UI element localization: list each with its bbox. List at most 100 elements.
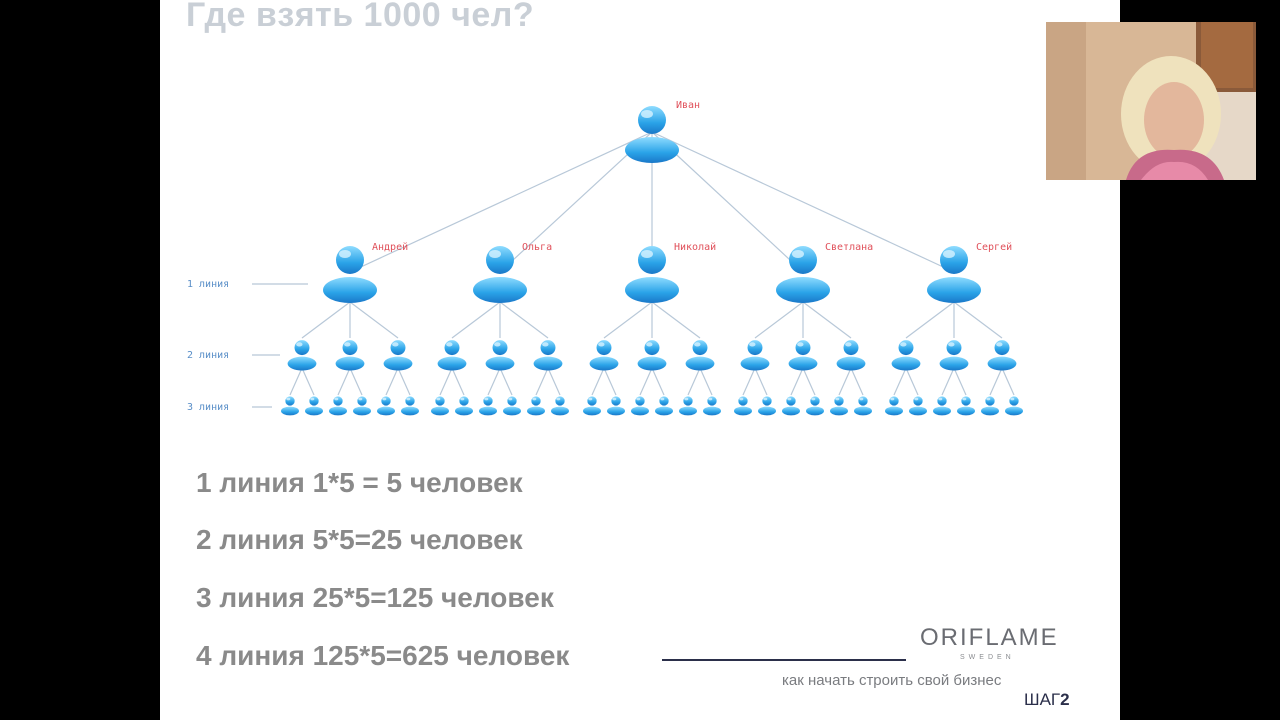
step-indicator: ШАГ2 (1024, 690, 1070, 710)
connector-line (487, 367, 501, 396)
line3-member-icon (455, 396, 473, 416)
member-name: Сергей (976, 241, 1012, 253)
line2-member-icon (287, 340, 317, 371)
connector-line (699, 367, 713, 396)
line3-member-icon (734, 396, 752, 416)
line3-member-icon (503, 396, 521, 416)
connector-line (802, 367, 816, 396)
line2-member-icon (637, 340, 667, 371)
line1-member-icon (625, 246, 679, 303)
line2-member-icon (685, 340, 715, 371)
connector-line (349, 367, 363, 396)
connector-line (651, 367, 665, 396)
line3-member-icon (607, 396, 625, 416)
member-name: Андрей (372, 241, 408, 253)
line3-member-icon (329, 396, 347, 416)
connector-line (451, 367, 465, 396)
connector-line (603, 367, 617, 396)
connector-line (603, 301, 653, 339)
line2-member-icon (335, 340, 365, 371)
connector-line (499, 367, 513, 396)
connector-line (802, 301, 852, 339)
connector-line (337, 367, 351, 396)
connector-line (651, 301, 701, 339)
line2-member-icon (788, 340, 818, 371)
connector-line (905, 367, 919, 396)
line3-member-icon (909, 396, 927, 416)
line3-member-icon (885, 396, 903, 416)
connector-line (651, 131, 804, 273)
connector-line (941, 367, 955, 396)
connector-line (1001, 367, 1015, 396)
line2-member-icon (987, 340, 1017, 371)
connector-line (591, 367, 605, 396)
connector-line (687, 367, 701, 396)
connector-line (301, 301, 351, 339)
connector-line (301, 367, 315, 396)
connector-line (953, 367, 967, 396)
connector-line (289, 367, 303, 396)
line-label: 3 линия (187, 402, 229, 413)
root-member-name: Иван (676, 100, 700, 111)
line3-member-icon (782, 396, 800, 416)
brand-tagline: как начать строить свой бизнес (782, 672, 1002, 689)
line2-member-icon (740, 340, 770, 371)
line3-member-icon (527, 396, 545, 416)
connector-line (838, 367, 852, 396)
connector-line (499, 301, 549, 339)
line2-member-icon (437, 340, 467, 371)
step-prefix: ШАГ (1024, 690, 1061, 709)
line3-member-icon (401, 396, 419, 416)
member-name: Ольга (522, 242, 552, 253)
line3-member-icon (758, 396, 776, 416)
line3-member-icon (431, 396, 449, 416)
line1-member-icon (927, 246, 981, 303)
line3-member-icon (551, 396, 569, 416)
line3-member-icon (631, 396, 649, 416)
line3-member-icon (933, 396, 951, 416)
stat-line-2: 2 линия 5*5=25 человек (196, 524, 523, 555)
connector-line (893, 367, 907, 396)
line2-member-icon (589, 340, 619, 371)
slide: Где взять 1000 чел? 1 линия 2 линия 3 лини… (160, 0, 1120, 720)
line2-member-icon (485, 340, 515, 371)
connector-line (754, 367, 768, 396)
slide-title: Где взять 1000 чел? (186, 0, 535, 34)
line3-member-icon (679, 396, 697, 416)
connector-line (499, 131, 653, 273)
line1-member-icon (323, 246, 377, 303)
connector-line (439, 367, 453, 396)
connector-line (651, 131, 955, 273)
presenter-video-icon (1046, 22, 1256, 180)
line-label: 2 линия (187, 350, 229, 361)
org-nodes (281, 106, 1023, 416)
line-label: 1 линия (187, 279, 229, 290)
line-labels: 1 линия 2 линия 3 линия (187, 279, 308, 413)
member-name: Светлана (825, 242, 873, 253)
connector-line (535, 367, 549, 396)
line2-member-icon (836, 340, 866, 371)
connector-line (385, 367, 399, 396)
stat-line-4: 4 линия 125*5=625 человек (196, 640, 570, 671)
oriflame-logo-sub: SWEDEN (960, 654, 1015, 661)
oriflame-logo: ORIFLAME (920, 624, 1059, 651)
connector-line (790, 367, 804, 396)
line2-member-icon (383, 340, 413, 371)
connector-line (905, 301, 955, 339)
connector-line (989, 367, 1003, 396)
step-number: 2 (1060, 690, 1070, 709)
connector-line (742, 367, 756, 396)
line3-member-icon (305, 396, 323, 416)
brand-divider (662, 659, 906, 661)
connector-line (451, 301, 501, 339)
line2-member-icon (939, 340, 969, 371)
connector-line (754, 301, 804, 339)
connector-line (639, 367, 653, 396)
line3-member-icon (281, 396, 299, 416)
line3-member-icon (583, 396, 601, 416)
line3-member-icon (854, 396, 872, 416)
line3-member-icon (981, 396, 999, 416)
connector-line (953, 301, 1003, 339)
